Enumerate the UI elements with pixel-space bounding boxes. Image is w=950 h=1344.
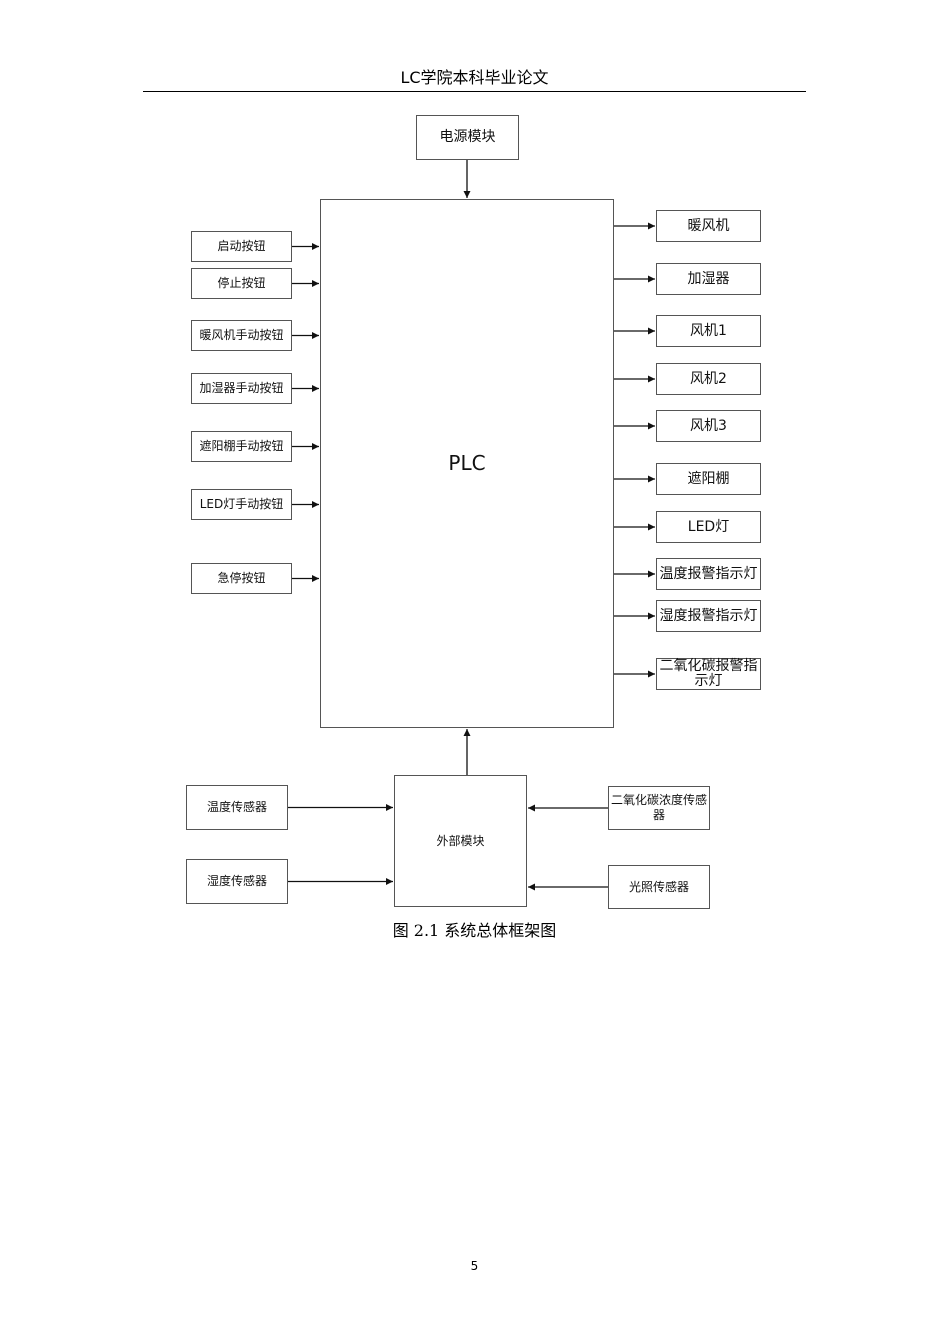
output-device-box: 暖风机 [656, 210, 761, 242]
output-device-box: 遮阳棚 [656, 463, 761, 495]
page-header-title: LC学院本科毕业论文 [400, 68, 549, 87]
left-sensor-box: 温度传感器 [186, 785, 288, 830]
output-device-box: 风机2 [656, 363, 761, 395]
left-sensor-box: 湿度传感器 [186, 859, 288, 904]
output-device-box: 二氧化碳报警指示灯 [656, 658, 761, 690]
input-button-box: 加湿器手动按钮 [191, 373, 292, 404]
header-rule [143, 91, 806, 92]
input-button-box: 停止按钮 [191, 268, 292, 299]
output-device-box: LED灯 [656, 511, 761, 543]
input-button-box: 急停按钮 [191, 563, 292, 594]
input-button-box: 遮阳棚手动按钮 [191, 431, 292, 462]
input-button-box: 启动按钮 [191, 231, 292, 262]
page-number: 5 [470, 1259, 479, 1273]
external-module-box: 外部模块 [394, 775, 527, 907]
right-sensor-box: 二氧化碳浓度传感器 [608, 786, 710, 830]
plc-box: PLC [320, 199, 614, 728]
output-device-box: 风机1 [656, 315, 761, 347]
figure-caption: 图 2.1 系统总体框架图 [392, 921, 557, 940]
output-device-box: 温度报警指示灯 [656, 558, 761, 590]
input-button-box: 暖风机手动按钮 [191, 320, 292, 351]
output-device-box: 加湿器 [656, 263, 761, 295]
input-button-box: LED灯手动按钮 [191, 489, 292, 520]
output-device-box: 湿度报警指示灯 [656, 600, 761, 632]
power-module-box: 电源模块 [416, 115, 519, 160]
right-sensor-box: 光照传感器 [608, 865, 710, 909]
output-device-box: 风机3 [656, 410, 761, 442]
